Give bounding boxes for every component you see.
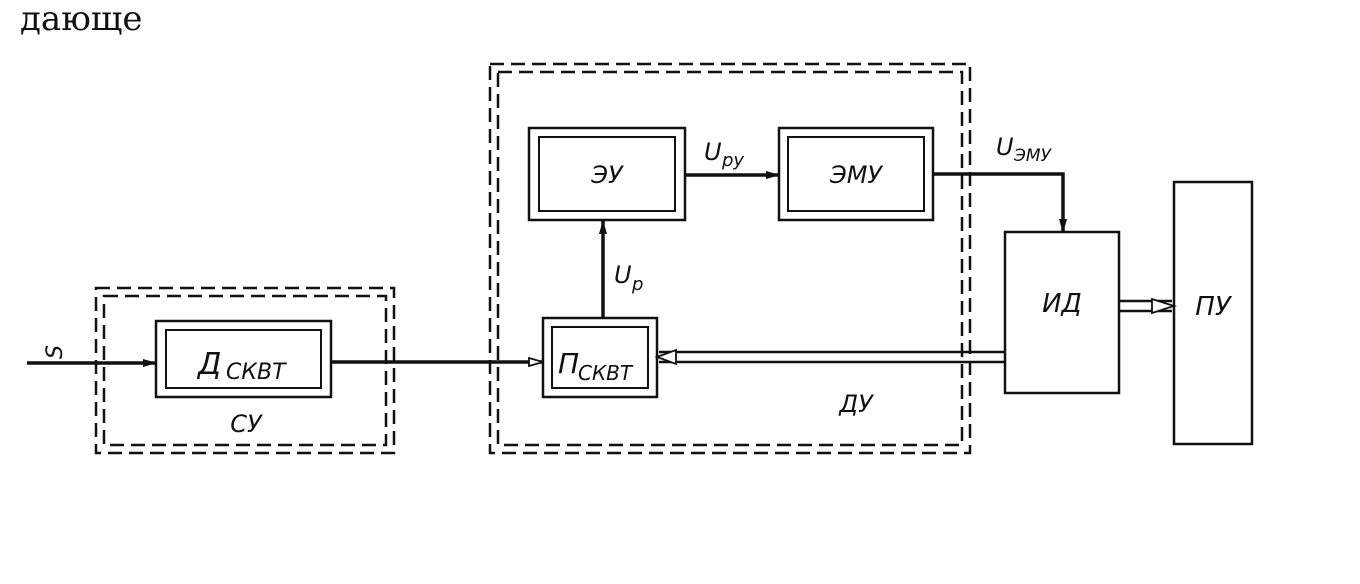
block-eu-label: ЭУ	[590, 161, 624, 189]
block-emu: ЭМУ	[777, 126, 935, 222]
block-id: ИД	[1003, 230, 1121, 395]
block-d-skvt-main: Д	[196, 347, 221, 382]
block-d-skvt-sub: СКВТ	[226, 360, 287, 385]
signal-u-emu-main: U	[996, 133, 1014, 161]
signal-u-ru-main: U	[704, 138, 722, 166]
block-pu-label: ПУ	[1195, 292, 1233, 322]
signal-u-emu-sub: ЭМУ	[1013, 146, 1053, 166]
group-du: ДУ	[488, 62, 972, 455]
signal-u-r-sub: р	[631, 274, 643, 295]
arrow-id-to-pu	[1119, 297, 1177, 315]
block-p-skvt-main: П	[558, 347, 579, 380]
block-d-skvt: Д СКВТ	[154, 319, 333, 399]
block-pu: ПУ	[1172, 180, 1254, 446]
group-du-label: ДУ	[838, 390, 874, 418]
signal-u-ru-sub: ру	[721, 150, 744, 171]
signal-u-r-main: U	[614, 261, 632, 289]
arrow-id-to-p-feedback	[654, 348, 1005, 366]
block-eu: ЭУ	[527, 126, 687, 222]
block-id-label: ИД	[1042, 289, 1082, 319]
block-emu-label: ЭМУ	[829, 161, 883, 189]
block-p-skvt: П СКВТ	[541, 316, 659, 399]
header-text: дающе	[20, 0, 143, 39]
block-p-skvt-sub: СКВТ	[578, 361, 634, 385]
input-s-label: S	[43, 345, 68, 359]
arrow-emu-to-id	[933, 172, 1067, 233]
group-su: СУ	[94, 286, 396, 455]
group-su-label: СУ	[230, 410, 263, 438]
